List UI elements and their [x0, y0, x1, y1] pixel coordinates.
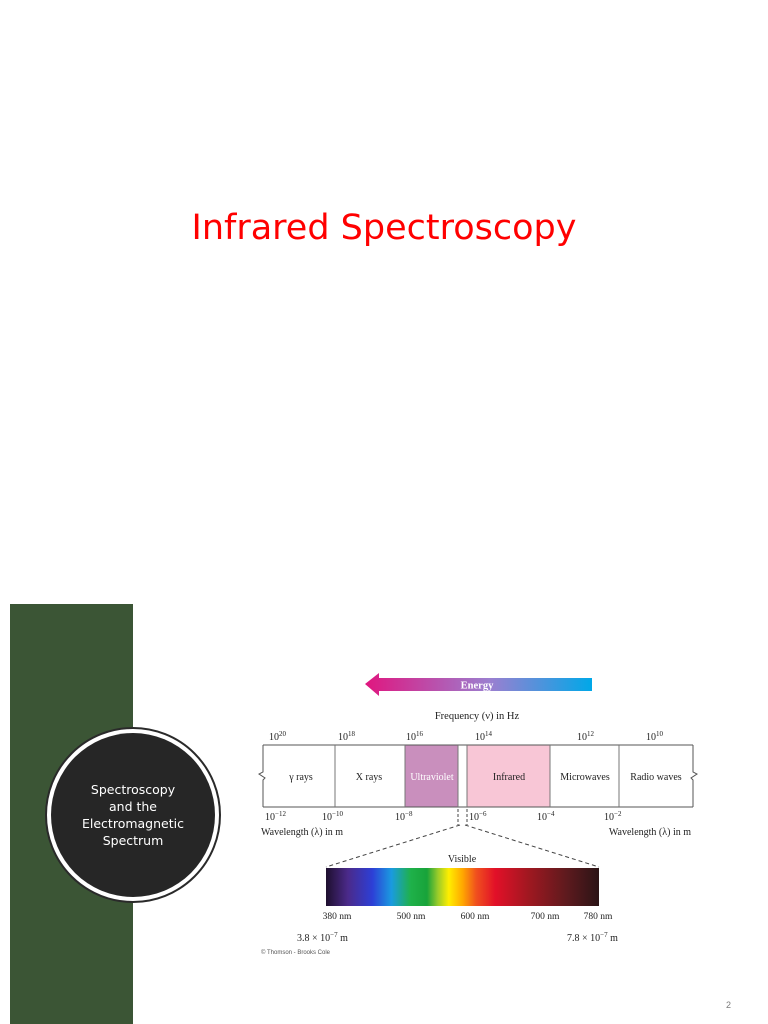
band-label-radio-waves: Radio waves — [630, 772, 681, 783]
band-label-infrared: Infrared — [493, 772, 525, 783]
infrared-band — [467, 745, 550, 807]
section-label-line: Spectrum — [102, 833, 164, 848]
wavelength-axis-label-right: Wavelength (λ) in m — [609, 827, 691, 838]
spectrum-svg: Energy Frequency (ν) in Hz 1020 1018 101… — [258, 673, 698, 956]
wavelength-tick: 10−6 — [469, 810, 487, 823]
wavelength-tick: 10−2 — [604, 810, 622, 823]
frequency-tick: 1016 — [406, 730, 424, 743]
frequency-tick: 1020 — [269, 730, 287, 743]
spectrum-right-break — [690, 745, 698, 807]
ultraviolet-band — [405, 745, 458, 807]
visible-tick: 600 nm — [461, 912, 490, 922]
band-label-gamma-rays: γ rays — [288, 772, 313, 783]
visible-tick: 780 nm — [584, 912, 613, 922]
visible-tick: 380 nm — [323, 912, 352, 922]
energy-arrow — [365, 673, 592, 696]
section-label-line: Spectroscopy — [90, 782, 176, 797]
slide-title: Infrared Spectroscopy — [191, 208, 577, 248]
visible-spectrum-bar — [326, 868, 599, 906]
spectrum-left-break — [258, 745, 266, 807]
electromagnetic-spectrum-diagram: Energy Frequency (ν) in Hz 1020 1018 101… — [255, 668, 705, 960]
frequency-tick: 1012 — [577, 730, 595, 743]
image-credit: © Thomson - Brooks Cole — [261, 949, 331, 956]
energy-label: Energy — [461, 681, 494, 692]
frequency-tick: 1010 — [646, 730, 664, 743]
frequency-axis-label: Frequency (ν) in Hz — [435, 711, 520, 722]
wavelength-tick: 10−8 — [395, 810, 413, 823]
section-label-line: Electromagnetic — [82, 816, 184, 831]
visible-max-wavelength: 7.8 × 10−7 m — [567, 931, 618, 944]
wavelength-tick: 10−10 — [322, 810, 343, 823]
visible-min-wavelength: 3.8 × 10−7 m — [297, 931, 348, 944]
visible-tick: 700 nm — [531, 912, 560, 922]
frequency-tick: 1018 — [338, 730, 356, 743]
section-circle: Spectroscopy and the Electromagnetic Spe… — [51, 733, 215, 897]
visible-tick: 500 nm — [397, 912, 426, 922]
section-label: Spectroscopy and the Electromagnetic Spe… — [68, 781, 198, 849]
band-label-x-rays: X rays — [356, 772, 382, 783]
wavelength-axis-label-left: Wavelength (λ) in m — [261, 827, 343, 838]
frequency-tick: 1014 — [475, 730, 493, 743]
page-number: 2 — [726, 1000, 732, 1010]
wavelength-tick: 10−12 — [265, 810, 286, 823]
wavelength-tick: 10−4 — [537, 810, 555, 823]
section-label-line: and the — [108, 799, 157, 814]
visible-expansion-line-left — [325, 824, 461, 868]
band-label-ultraviolet: Ultraviolet — [410, 772, 454, 783]
band-label-microwaves: Microwaves — [560, 772, 610, 783]
visible-label: Visible — [448, 854, 477, 865]
visible-expansion-line-right — [464, 824, 600, 868]
